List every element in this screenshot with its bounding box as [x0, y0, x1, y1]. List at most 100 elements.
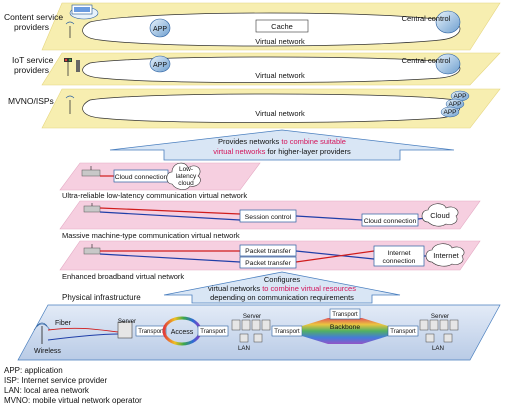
urllc-cloud-connection-label: Cloud connection — [115, 174, 168, 181]
upper-arrow: Provides networks to combine suitable vi… — [109, 129, 455, 161]
lan-label-2: LAN — [432, 345, 444, 352]
server-label-1: Server — [118, 318, 136, 325]
urllc-cloud-connection-box: Cloud connection — [113, 169, 169, 183]
low-latency-label-2: latency — [176, 173, 197, 180]
embb-layer: Packet transfer Packet transfer Internet… — [59, 240, 481, 271]
server-label-3: Server — [431, 313, 449, 320]
session-control-label: Session control — [245, 214, 292, 221]
legend-lan: LAN: local area network — [4, 386, 89, 395]
internet-connection-box: Internet connection — [373, 245, 425, 267]
lower-arrow-emph: to combine virtual resources — [262, 284, 356, 293]
packet-transfer-box-2: Packet transfer — [239, 256, 297, 269]
internet-connection-label-2: connection — [383, 258, 416, 265]
urllc-label: Ultra-reliable low-latency communication… — [62, 191, 247, 200]
upper-arrow-emph-1: to combine suitable — [281, 137, 346, 146]
transport-label-5: Transport — [390, 329, 416, 335]
internet-label: Internet — [433, 251, 459, 260]
iot-app-label: APP — [153, 62, 167, 69]
wireless-antenna-icon — [33, 322, 51, 344]
iot-provider-label-1: IoT service — [12, 55, 54, 65]
iot-central-control-sphere-icon — [435, 53, 461, 75]
backbone-pipe — [302, 318, 388, 344]
svg-text:Provides networks to combine s: Provides networks to combine suitable — [218, 137, 346, 146]
upper-arrow-text-2: for higher-layer providers — [265, 147, 351, 156]
transport-label-2: Transport — [200, 329, 226, 335]
server-label-2: Server — [243, 313, 261, 320]
transport-label-3: Transport — [274, 329, 300, 335]
mmtc-antenna-icon — [83, 203, 101, 213]
low-latency-cloud-icon — [166, 162, 201, 190]
iot-central-control-label: Central control — [402, 56, 451, 65]
urllc-layer: Cloud connection Low- latency cloud — [59, 162, 261, 191]
cache-box: Cache — [255, 19, 309, 33]
mmtc-label: Massive machine-type communication virtu… — [62, 231, 240, 240]
transport-box-2: Transport — [197, 325, 229, 337]
content-app-label: APP — [153, 26, 167, 33]
app-sphere-icon — [149, 18, 171, 38]
mmtc-cloud-connection-box: Cloud connection — [361, 213, 419, 227]
urllc-antenna-icon — [81, 166, 101, 177]
server-icon-1 — [117, 321, 133, 339]
iot-provider-label-2: providers — [14, 65, 49, 75]
mvno-antenna-icon — [65, 95, 75, 114]
lower-arrow-text-3: depending on communication requirements — [210, 293, 354, 302]
physical-infrastructure-label: Physical infrastructure — [62, 293, 141, 302]
mvno-app-label-2: APP — [448, 101, 461, 108]
mvno-app-label-3: APP — [443, 109, 456, 116]
embb-label: Enhanced broadband virtual network — [62, 272, 184, 281]
lan-label-1: LAN — [238, 345, 250, 352]
antenna-icon — [65, 21, 75, 38]
legend-app: APP: application — [4, 366, 63, 375]
svg-text:virtual networks to combine vi: virtual networks to combine virtual reso… — [208, 284, 356, 293]
fiber-label: Fiber — [55, 320, 72, 327]
transport-box-4: Transport — [387, 325, 419, 337]
mvno-app-stack-icon — [440, 90, 470, 118]
physical-layer: Wireless Fiber Server Transport Access T… — [17, 304, 501, 361]
transport-label-4: Transport — [332, 312, 358, 318]
transport-box-1: Transport — [135, 325, 167, 337]
mmtc-layer: Session control Cloud connection Cloud — [59, 200, 481, 230]
low-latency-label-1: Low- — [179, 166, 193, 173]
mvno-virtual-network-label: Virtual network — [255, 109, 305, 118]
server-icon-3 — [419, 319, 459, 343]
legend-isp: ISP: Internet service provider — [4, 376, 108, 385]
packet-transfer-label-2: Packet transfer — [245, 260, 291, 267]
lower-arrow-text-1: Configures — [264, 275, 301, 284]
upper-arrow-emph-2: virtual networks — [213, 147, 265, 156]
mmtc-cloud-connection-label: Cloud connection — [364, 218, 417, 225]
svg-text:virtual networks for higher-la: virtual networks for higher-layer provid… — [213, 147, 351, 156]
lower-arrow: Configures virtual networks to combine v… — [163, 271, 401, 304]
cloud-label: Cloud — [430, 211, 450, 220]
iot-app-sphere-icon — [149, 55, 171, 73]
lower-arrow-text-2: virtual networks — [208, 284, 262, 293]
traffic-light-icon — [64, 58, 80, 76]
cache-label: Cache — [271, 22, 293, 31]
low-latency-label-3: cloud — [178, 180, 194, 187]
upper-arrow-text-1: Provides networks — [218, 137, 281, 146]
packet-transfer-label-1: Packet transfer — [245, 248, 291, 255]
server-icon-2 — [231, 319, 271, 343]
wireless-label: Wireless — [34, 348, 61, 355]
cloud-icon — [421, 203, 459, 227]
content-provider-label-2: providers — [14, 22, 49, 32]
internet-connection-label-1: Internet — [387, 250, 410, 257]
content-provider-layer: APP Cache Central control Virtual networ… — [41, 2, 501, 51]
mvno-label: MVNO/ISPs — [8, 96, 54, 106]
packet-transfer-box-1: Packet transfer — [239, 244, 297, 257]
mvno-app-label-1: APP — [453, 93, 466, 100]
access-label: Access — [171, 329, 194, 336]
content-central-control-label: Central control — [402, 14, 451, 23]
iot-virtual-network-label: Virtual network — [255, 71, 305, 80]
session-control-box: Session control — [239, 209, 297, 223]
content-provider-label-1: Content service — [4, 12, 63, 22]
content-virtual-network-label: Virtual network — [255, 37, 305, 46]
mvno-layer: APP APP APP Virtual network — [41, 88, 501, 129]
central-control-sphere-icon — [435, 10, 461, 34]
legend-mvno: MVNO: mobile virtual network operator — [4, 396, 142, 405]
backbone-label: Backbone — [330, 324, 360, 331]
transport-label-1: Transport — [138, 329, 164, 335]
transport-box-top: Transport — [329, 308, 361, 320]
internet-cloud-icon — [425, 243, 465, 267]
transport-box-3: Transport — [271, 325, 303, 337]
